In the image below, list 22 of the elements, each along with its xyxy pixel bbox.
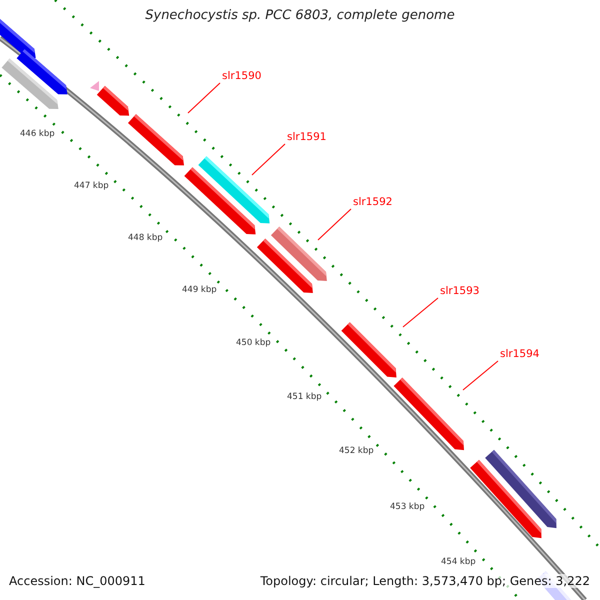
tick-label: 448 kbp [128,233,163,243]
leader-line [188,82,220,114]
tick-label: 452 kbp [339,446,374,456]
leader-line [462,360,498,390]
tick-label: 446 kbp [20,129,55,139]
genome-info-text: Topology: circular; Length: 3,573,470 bp; Genes: 3,222 [260,574,590,588]
leader-line [318,208,352,240]
tick-label: 449 kbp [182,285,217,295]
gene-label: slr1591 [287,131,326,144]
title: Synechocystis sp. PCC 6803, complete genome [144,8,456,23]
gene-label: slr1590 [222,70,262,83]
tick-label: 451 kbp [287,392,322,402]
gene-label: slr1594 [500,348,540,361]
tick-label: 447 kbp [74,181,109,191]
tick-label: 450 kbp [236,338,271,348]
gene-label: slr1592 [353,196,392,209]
leader-line [402,298,438,328]
accession-text: Accession: NC_000911 [9,574,146,588]
leader-line [252,144,286,176]
tick-label: 454 kbp [441,557,476,567]
gene-label: slr1593 [440,285,480,298]
tick-label: 453 kbp [390,502,425,512]
